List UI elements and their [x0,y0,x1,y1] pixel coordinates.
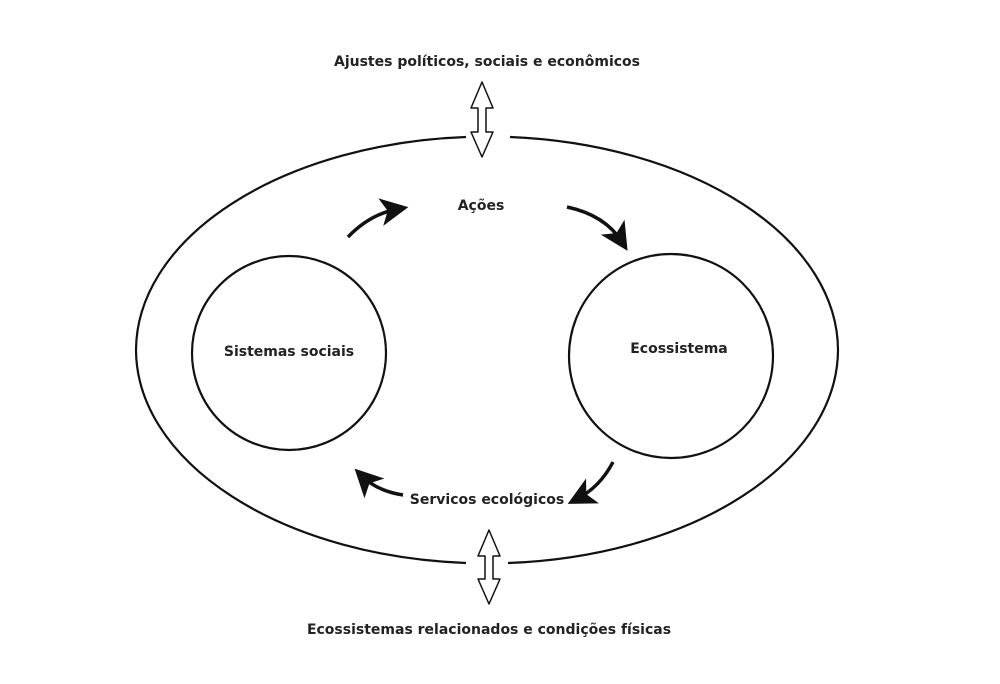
top-label: Ajustes políticos, sociais e econômicos [333,54,641,70]
arrow-services-to-social [354,468,404,499]
outer-boundary-ellipse [507,135,840,565]
double-arrow-bottom-icon [477,529,501,605]
social-systems-circle [190,254,388,452]
arrow-social-to-actions [346,198,409,239]
social-systems-label: Sistemas sociais [223,344,355,360]
ecosystem-label: Ecossistema [630,341,728,357]
bottom-label: Ecossistemas relacionados e condições fí… [306,622,672,638]
arrow-ecosystem-to-services [567,461,615,504]
ecosystem-circle [567,252,775,460]
actions-label: Ações [457,198,505,214]
arrow-actions-to-ecosystem [566,205,628,251]
outer-boundary-ellipse-left [134,135,467,565]
ecological-services-label: Servicos ecológicos [409,492,565,508]
double-arrow-top-icon [470,81,494,158]
